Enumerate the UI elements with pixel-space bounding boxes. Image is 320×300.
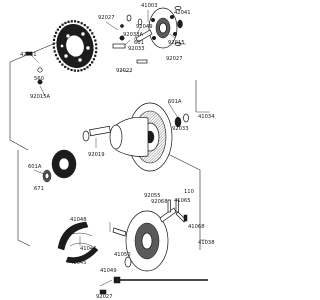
sprocket-tooth bbox=[86, 26, 89, 29]
part-labels: 41003 92027 92049 92033A 601 92033 42041… bbox=[20, 3, 215, 300]
label-41049: 41049 bbox=[100, 268, 117, 274]
sprocket-tooth bbox=[53, 50, 56, 53]
sprocket-tooth bbox=[94, 43, 98, 46]
label-42031: 42031 bbox=[20, 52, 37, 58]
sprocket-tooth bbox=[70, 68, 73, 72]
label-601: 601 bbox=[134, 40, 144, 46]
label-41065: 41065 bbox=[174, 198, 191, 204]
sprocket-tooth bbox=[94, 51, 98, 54]
sprocket-tooth bbox=[74, 20, 77, 23]
sprocket-tooth bbox=[86, 66, 89, 69]
label-41050: 41050 bbox=[114, 252, 131, 258]
label-92033a: 92033A bbox=[123, 32, 144, 38]
label-41038: 41038 bbox=[198, 240, 215, 246]
label-92027c: 92027 bbox=[96, 294, 113, 300]
exploded-parts-diagram: 41003 92027 92049 92033A 601 92033 42041… bbox=[9, 3, 215, 300]
label-41048: 41048 bbox=[70, 217, 87, 223]
sprocket-tooth bbox=[67, 67, 70, 70]
sprocket-tooth bbox=[52, 46, 56, 49]
hub-bearing-spacer bbox=[82, 113, 189, 142]
sprocket-tooth bbox=[94, 54, 97, 57]
sprocket-tooth bbox=[54, 54, 58, 57]
sprocket-tooth bbox=[67, 20, 70, 23]
label-41068: 41068 bbox=[188, 224, 205, 230]
sprocket-coupling bbox=[135, 7, 183, 49]
brake-cam-lever bbox=[167, 199, 188, 223]
label-41034: 41034 bbox=[198, 114, 215, 120]
cush-drive-damper bbox=[42, 149, 77, 183]
sprocket-tooth bbox=[77, 69, 80, 72]
label-41045: 41045 bbox=[70, 260, 87, 266]
label-601a-b: 601A bbox=[28, 164, 42, 170]
label-92027: 92027 bbox=[98, 15, 115, 21]
brake-panel bbox=[112, 207, 177, 272]
label-601a: 601A bbox=[168, 99, 182, 105]
sprocket-tooth bbox=[91, 32, 94, 35]
sprocket-tooth bbox=[56, 28, 59, 31]
label-92027b: 92027 bbox=[166, 56, 183, 62]
brake-shoes bbox=[57, 221, 99, 263]
sprocket-tooth bbox=[73, 69, 76, 72]
label-671: 671 bbox=[34, 186, 44, 192]
sprocket-bolts bbox=[25, 51, 43, 85]
leader-lines bbox=[31, 10, 210, 287]
label-92015a: 92015A bbox=[30, 94, 51, 100]
sprocket-tooth bbox=[83, 67, 86, 71]
rear-sprocket bbox=[52, 20, 98, 72]
sprocket-tooth bbox=[83, 23, 86, 27]
coupling-small-parts bbox=[112, 6, 182, 64]
sprocket-tooth bbox=[95, 47, 98, 50]
sprocket-tooth bbox=[58, 25, 62, 29]
sprocket-tooth bbox=[92, 35, 96, 38]
assembly-frame bbox=[9, 41, 201, 250]
label-92068: 92068 bbox=[151, 199, 168, 205]
label-92049: 92049 bbox=[136, 24, 153, 30]
sprocket-tooth bbox=[52, 38, 56, 41]
label-92033c: 92033 bbox=[172, 126, 189, 132]
sprocket-tooth bbox=[54, 31, 58, 34]
label-92015: 92015 bbox=[168, 40, 185, 46]
label-41003: 41003 bbox=[141, 3, 158, 9]
sprocket-tooth bbox=[53, 35, 56, 38]
sprocket-tooth bbox=[91, 61, 94, 64]
sprocket-tooth bbox=[64, 21, 67, 25]
sprocket-tooth bbox=[89, 29, 92, 32]
sprocket-tooth bbox=[52, 42, 55, 45]
sprocket-tooth bbox=[88, 63, 92, 67]
sprocket-tooth bbox=[77, 20, 80, 24]
sprocket-tooth bbox=[64, 65, 67, 69]
sprocket-tooth bbox=[80, 22, 83, 25]
sprocket-tooth bbox=[56, 57, 59, 60]
label-560: 560 bbox=[34, 76, 44, 82]
label-41046: 41046 bbox=[80, 246, 97, 252]
rear-axle bbox=[99, 276, 208, 295]
sprocket-tooth bbox=[61, 23, 64, 26]
sprocket-tooth bbox=[58, 60, 61, 63]
sprocket-tooth bbox=[70, 20, 73, 23]
sprocket-tooth bbox=[92, 58, 96, 61]
label-92055: 92055 bbox=[144, 193, 161, 199]
rear-wheel-hub bbox=[109, 102, 173, 172]
label-110: 110 bbox=[184, 189, 194, 195]
label-92033: 92033 bbox=[128, 46, 145, 52]
label-92019: 92019 bbox=[88, 152, 105, 158]
label-42041: 42041 bbox=[174, 10, 191, 16]
sprocket-tooth bbox=[80, 69, 83, 72]
sprocket-tooth bbox=[61, 63, 64, 66]
label-92022: 92022 bbox=[116, 68, 133, 74]
sprocket-tooth bbox=[94, 39, 97, 42]
